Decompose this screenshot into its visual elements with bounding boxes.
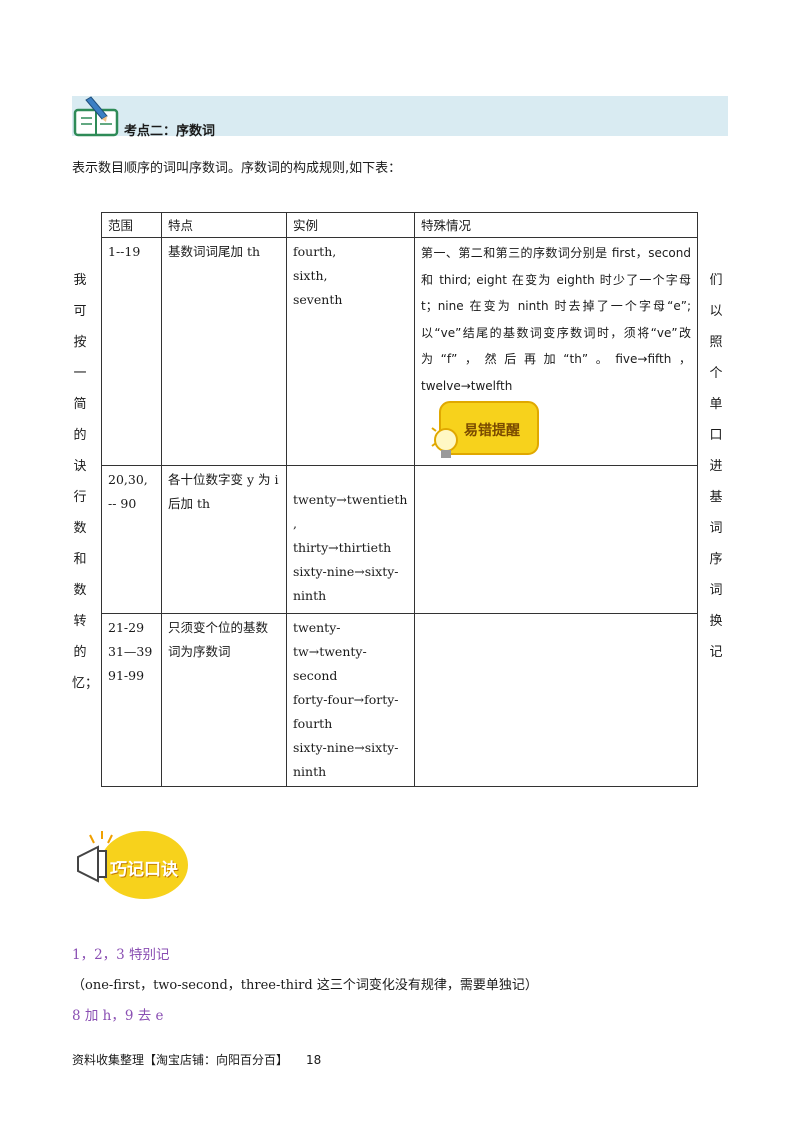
side-char: 序 <box>709 552 723 567</box>
side-text-right: 们 以 照 个 单 口 进 基 词 序 词 换 记 <box>708 265 724 668</box>
header-examples: 实例 <box>286 212 415 238</box>
feature-cell: 基数词词尾加 th <box>161 237 287 466</box>
side-char: 口 <box>709 428 723 443</box>
side-char: 和 <box>73 552 87 567</box>
mnemonic-badge: 巧记口诀 <box>72 825 190 903</box>
header-feature: 特点 <box>161 212 287 238</box>
side-char: 个 <box>709 366 723 381</box>
range-cell: 20,30, -- 90 <box>101 465 162 614</box>
mnemonic-line-2: （one-first，two-second，three-third 这三个词变化… <box>72 978 538 993</box>
side-char: 行 <box>73 490 87 505</box>
side-char: 的 <box>73 428 87 443</box>
table-header-row: 范围 特点 实例 特殊情况 <box>101 212 698 238</box>
feature-cell: 只须变个位的基数词为序数词 <box>161 613 287 787</box>
side-char: 换 <box>709 614 723 629</box>
header-range: 范围 <box>101 212 162 238</box>
footer: 资料收集整理【淘宝店铺：向阳百分百】 18 <box>72 1051 321 1068</box>
table-row: 21-29 31—39 91-99 只须变个位的基数词为序数词 twenty- … <box>101 613 698 787</box>
side-char: 我 <box>73 273 87 288</box>
intro-text: 表示数目顺序的词叫序数词。序数词的构成规则,如下表： <box>72 161 402 176</box>
side-char: 按 <box>73 335 87 350</box>
range-cell: 21-29 31—39 91-99 <box>101 613 162 787</box>
examples-cell: twenty- tw→twenty-second forty-four→fort… <box>286 613 415 787</box>
megaphone-icon <box>77 831 188 899</box>
side-char: 一 <box>73 366 87 381</box>
side-char: 以 <box>709 304 723 319</box>
range-cell: 1--19 <box>101 237 162 466</box>
side-char: 诀 <box>73 459 87 474</box>
examples-cell: fourth, sixth, seventh <box>286 237 415 466</box>
page-number: 18 <box>306 1053 322 1067</box>
side-char: 单 <box>709 397 723 412</box>
side-char: 可 <box>73 304 87 319</box>
side-char: 进 <box>709 459 723 474</box>
side-char: 词 <box>709 521 723 536</box>
badge-label: 易错提醒 <box>464 423 520 439</box>
side-char: 词 <box>709 583 723 598</box>
examples-cell: twenty→twentieth , thirty→thirtieth sixt… <box>286 465 415 614</box>
side-text-left: 我 可 按 一 简 的 诀 行 数 和 数 转 的 忆； <box>72 265 99 699</box>
side-char: 们 <box>709 273 723 288</box>
feature-cell: 各十位数字变 y 为 i 后加 th <box>161 465 287 614</box>
special-cell <box>414 465 698 614</box>
side-char: 忆； <box>72 676 99 691</box>
special-cell <box>414 613 698 787</box>
side-char: 照 <box>709 335 723 350</box>
section-title: 考点二：序数词 <box>124 124 216 139</box>
table-row: 20,30, -- 90 各十位数字变 y 为 i 后加 th twenty→t… <box>101 465 698 614</box>
lightbulb-icon <box>431 401 539 458</box>
section-header-band <box>72 96 728 136</box>
ordinal-rules-table: 范围 特点 实例 特殊情况 1--19 基数词词尾加 th fourth, si… <box>101 212 698 787</box>
badge-label: 巧记口诀 <box>110 860 178 880</box>
error-reminder-badge: 易错提醒 <box>430 398 542 464</box>
side-char: 简 <box>73 397 87 412</box>
special-note-text: 第一、第二和第三的序数词分别是 first，second 和 third; ei… <box>421 246 691 393</box>
table-row: 1--19 基数词词尾加 th fourth, sixth, seventh 第… <box>101 237 698 466</box>
side-char: 记 <box>709 645 723 660</box>
side-char: 转 <box>73 614 87 629</box>
header-special: 特殊情况 <box>414 212 698 238</box>
side-char: 数 <box>73 583 87 598</box>
mnemonic-line-3: 8 加 h，9 去 e <box>72 1008 164 1024</box>
mnemonic-line-1: 1，2，3 特别记 <box>72 947 170 963</box>
side-char: 的 <box>73 645 87 660</box>
footer-text: 资料收集整理【淘宝店铺：向阳百分百】 <box>72 1053 289 1067</box>
notebook-pencil-icon <box>73 96 119 137</box>
side-char: 基 <box>709 490 723 505</box>
side-char: 数 <box>73 521 87 536</box>
